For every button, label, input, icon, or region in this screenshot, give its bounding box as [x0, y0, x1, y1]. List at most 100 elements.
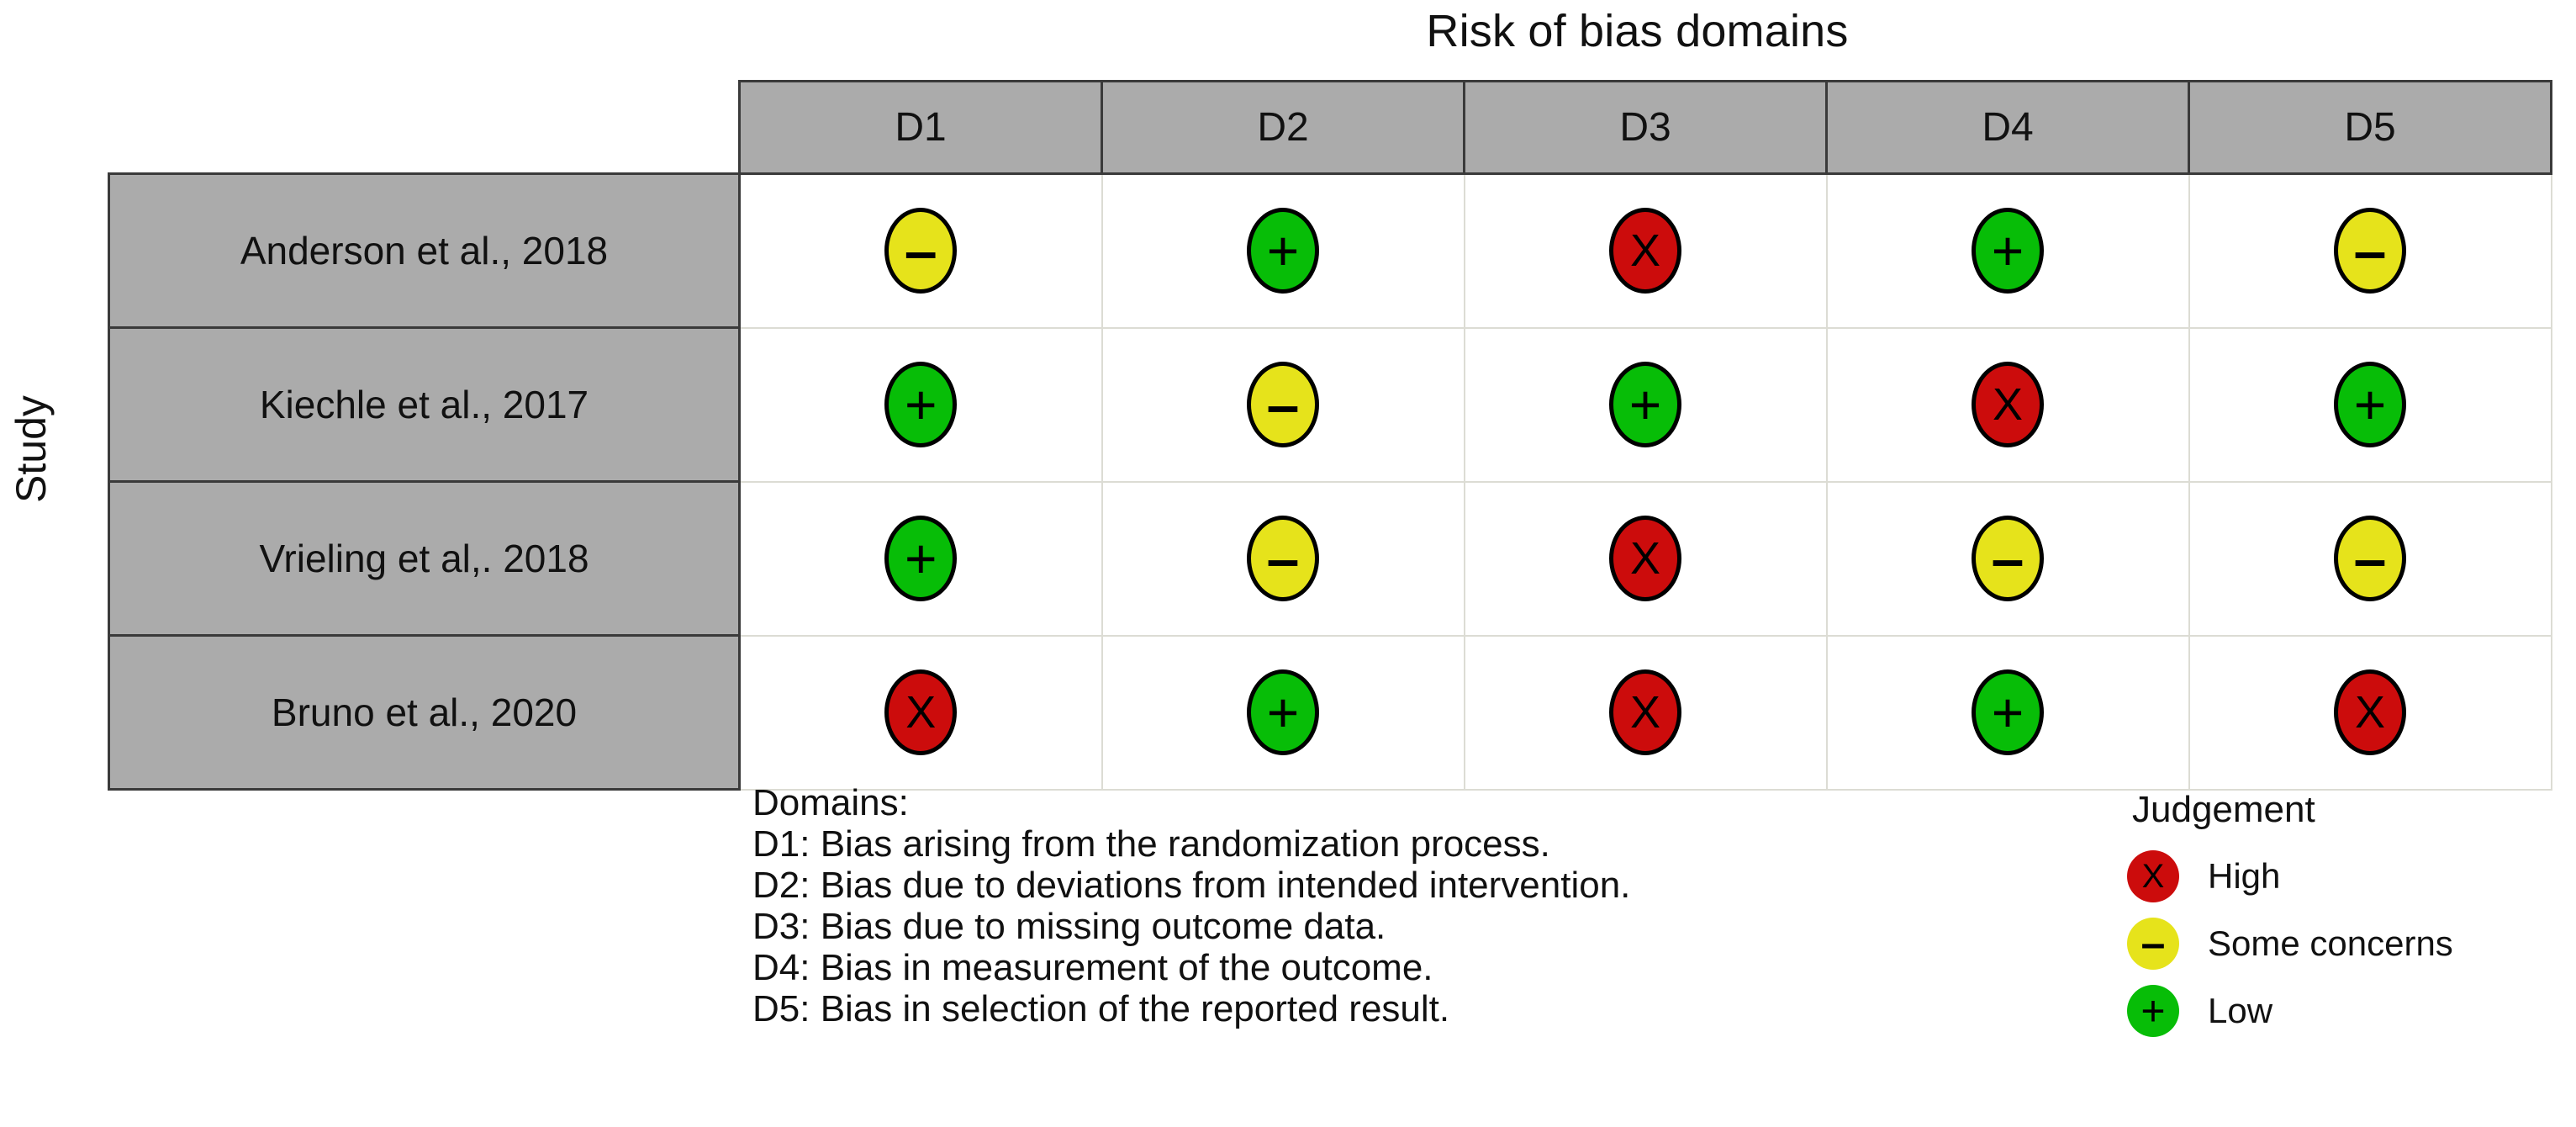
- judgement-low-icon: +: [884, 516, 958, 601]
- study-label-cell: Kiechle et al., 2017: [108, 326, 741, 483]
- domain-description-d5: D5: Bias in selection of the reported re…: [752, 988, 1450, 1030]
- domain-header-d4: D4: [1825, 80, 2190, 175]
- judgement-low-icon: +: [1972, 208, 2044, 294]
- study-label-cell: Bruno et al., 2020: [108, 634, 741, 791]
- judgement-high-icon: X: [1609, 516, 1681, 601]
- judgement-low-icon: +: [1609, 362, 1681, 447]
- judgement-glyph: +: [1266, 220, 1300, 283]
- judgement-legend: Judgement X High – Some concerns + Low: [2127, 789, 2453, 1045]
- judgement-some-concerns-icon: –: [1972, 516, 2044, 601]
- table-row: Anderson et al., 2018 – + X + –: [108, 172, 2552, 329]
- judgement-glyph: X: [1992, 379, 2024, 430]
- domain-description-d1: D1: Bias arising from the randomization …: [752, 823, 1550, 865]
- page-title: Risk of bias domains: [1426, 6, 1849, 56]
- judgement-high-icon: X: [884, 669, 958, 755]
- judgement-glyph: X: [1629, 533, 1661, 584]
- legend-high-icon: X: [2127, 850, 2179, 902]
- judgement-cell-d3: X: [1463, 634, 1828, 791]
- judgement-glyph: +: [2353, 373, 2387, 436]
- judgement-glyph: –: [1266, 526, 1300, 591]
- judgement-some-concerns-icon: –: [1247, 516, 1319, 601]
- judgement-glyph: +: [904, 373, 937, 436]
- legend-label: Low: [2208, 991, 2273, 1030]
- judgement-glyph: –: [2353, 218, 2387, 284]
- judgement-cell-d1: –: [738, 172, 1103, 329]
- judgement-glyph: –: [2353, 526, 2387, 591]
- judgement-low-icon: +: [2334, 362, 2406, 447]
- judgement-glyph: –: [904, 218, 937, 284]
- legend-low-icon: +: [2127, 985, 2179, 1037]
- legend-glyph: –: [2141, 919, 2166, 968]
- judgement-cell-d3: +: [1463, 326, 1828, 483]
- study-label-cell: Vrieling et al,. 2018: [108, 480, 741, 637]
- judgement-cell-d2: +: [1101, 634, 1465, 791]
- table-body: Anderson et al., 2018–+X+–Kiechle et al.…: [108, 172, 2552, 791]
- judgement-high-icon: X: [2334, 669, 2406, 755]
- judgement-low-icon: +: [1972, 669, 2044, 755]
- judgement-glyph: +: [1628, 373, 1662, 436]
- domain-description-d4: D4: Bias in measurement of the outcome.: [752, 947, 1433, 989]
- judgement-some-concerns-icon: –: [1247, 362, 1319, 447]
- judgement-glyph: X: [1629, 687, 1661, 738]
- judgement-glyph: –: [1266, 372, 1300, 437]
- judgement-cell-d3: X: [1463, 172, 1828, 329]
- judgement-cell-d4: +: [1825, 172, 2190, 329]
- judgement-low-icon: +: [1247, 669, 1319, 755]
- table-header-row: D1 D2 D3 D4 D5: [109, 80, 2552, 175]
- legend-some-concerns-icon: –: [2127, 918, 2179, 970]
- judgement-glyph: +: [1991, 681, 2024, 743]
- judgement-glyph: X: [1629, 225, 1661, 277]
- judgement-cell-d2: +: [1101, 172, 1465, 329]
- judgement-legend-title: Judgement: [2132, 789, 2315, 830]
- study-axis-label: Study: [8, 395, 55, 503]
- domain-header-d3: D3: [1463, 80, 1828, 175]
- judgement-high-icon: X: [1609, 669, 1681, 755]
- judgement-cell-d4: +: [1825, 634, 2190, 791]
- legend-label: High: [2208, 856, 2281, 896]
- domain-description-d3: D3: Bias due to missing outcome data.: [752, 906, 1386, 948]
- risk-of-bias-table: D1 D2 D3 D4 D5 Anderson et al., 2018 – + X +…: [108, 80, 2552, 791]
- table-row: Kiechle et al., 2017 + – + X +: [108, 326, 2552, 483]
- corner-cell: [109, 82, 740, 174]
- domain-header-d1: D1: [738, 80, 1103, 175]
- judgement-cell-d1: X: [738, 634, 1103, 791]
- judgement-cell-d5: –: [2188, 480, 2552, 637]
- judgement-glyph: +: [904, 527, 937, 590]
- judgement-cell-d4: –: [1825, 480, 2190, 637]
- judgement-cell-d5: +: [2188, 326, 2552, 483]
- judgement-cell-d2: –: [1101, 480, 1465, 637]
- legend-glyph: X: [2141, 858, 2165, 895]
- judgement-legend-item-some-concerns: – Some concerns: [2127, 910, 2453, 977]
- domains-legend-heading: Domains:: [752, 782, 909, 823]
- judgement-glyph: +: [1266, 681, 1300, 743]
- judgement-cell-d5: –: [2188, 172, 2552, 329]
- judgement-cell-d1: +: [738, 480, 1103, 637]
- judgement-high-icon: X: [1609, 208, 1681, 294]
- legend-label: Some concerns: [2208, 923, 2453, 963]
- judgement-legend-item-high: X High: [2127, 843, 2453, 910]
- domain-header-d5: D5: [2188, 80, 2552, 175]
- domain-description-d2: D2: Bias due to deviations from intended…: [752, 865, 1631, 907]
- judgement-glyph: +: [1991, 220, 2024, 283]
- judgement-some-concerns-icon: –: [884, 208, 958, 294]
- judgement-cell-d1: +: [738, 326, 1103, 483]
- judgement-some-concerns-icon: –: [2334, 208, 2406, 294]
- judgement-legend-rows: X High – Some concerns + Low: [2127, 843, 2453, 1045]
- study-label-cell: Anderson et al., 2018: [108, 172, 741, 329]
- domain-header-d2: D2: [1101, 80, 1465, 175]
- judgement-low-icon: +: [1247, 208, 1319, 294]
- judgement-glyph: –: [1991, 526, 2024, 591]
- judgement-cell-d3: X: [1463, 480, 1828, 637]
- judgement-glyph: X: [905, 687, 937, 738]
- judgement-glyph: X: [2354, 687, 2386, 738]
- judgement-some-concerns-icon: –: [2334, 516, 2406, 601]
- judgement-cell-d4: X: [1825, 326, 2190, 483]
- table-row: Bruno et al., 2020 X + X + X: [108, 634, 2552, 791]
- judgement-cell-d5: X: [2188, 634, 2552, 791]
- judgement-cell-d2: –: [1101, 326, 1465, 483]
- domains-legend: Domains: D1: Bias arising from the rando…: [752, 782, 1630, 1029]
- table-row: Vrieling et al,. 2018 + – X – –: [108, 480, 2552, 637]
- judgement-low-icon: +: [884, 362, 958, 447]
- judgement-high-icon: X: [1972, 362, 2044, 447]
- judgement-legend-item-low: + Low: [2127, 977, 2453, 1045]
